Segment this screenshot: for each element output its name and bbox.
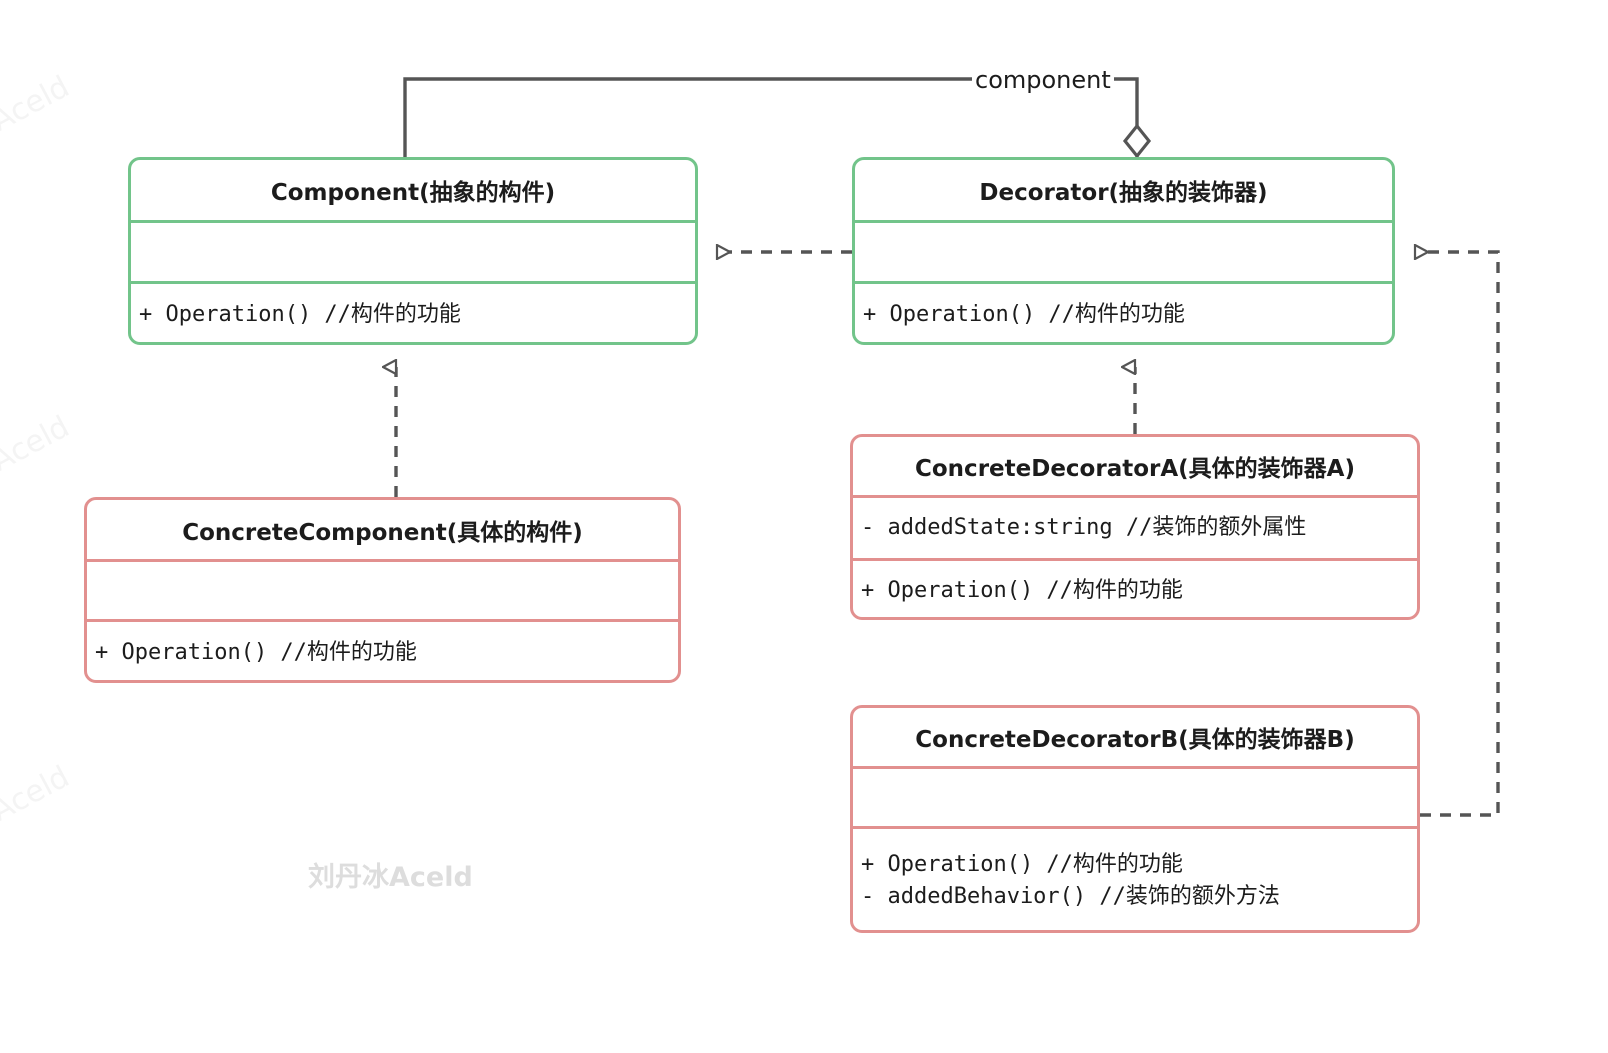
class-box-concrete-decorator-b[interactable]: ConcreteDecoratorB(具体的装饰器B) + Operation(… [850,705,1420,933]
class-separator [853,766,1417,769]
class-title-decorator: Decorator(抽象的装饰器) [979,180,1268,206]
class-separator [853,495,1417,498]
class-separator [853,558,1417,561]
watermark-edge-top: Aceld [0,69,76,139]
class-attributes-decorator [855,223,1392,281]
class-separator [855,281,1392,284]
watermark-center: 刘丹冰Aceld [308,862,473,893]
class-attributes-concrete-decorator-b [853,769,1417,826]
class-methods-concrete-decorator-a: + Operation() //构件的功能 [853,561,1417,617]
class-title-concrete-decorator-b: ConcreteDecoratorB(具体的装饰器B) [915,727,1355,753]
class-separator [87,559,678,562]
class-separator [131,281,695,284]
class-method-row: + Operation() //构件的功能 [139,301,461,327]
relation-realization-concrete-decorator-b [1415,252,1500,817]
class-methods-component: + Operation() //构件的功能 [131,284,695,342]
class-methods-decorator: + Operation() //构件的功能 [855,284,1392,342]
class-method-row: + Operation() //构件的功能 [861,577,1183,603]
class-attributes-concrete-component [87,562,678,619]
class-box-decorator[interactable]: Decorator(抽象的装饰器) + Operation() //构件的功能 [852,157,1395,345]
class-box-component[interactable]: Component(抽象的构件) + Operation() //构件的功能 [128,157,698,345]
class-separator [131,220,695,223]
class-title-concrete-decorator-a: ConcreteDecoratorA(具体的装饰器A) [915,456,1355,482]
class-box-concrete-decorator-a[interactable]: ConcreteDecoratorA(具体的装饰器A) - addedState… [850,434,1420,620]
class-attribute-row: - addedState:string //装饰的额外属性 [861,515,1307,541]
class-attributes-concrete-decorator-a: - addedState:string //装饰的额外属性 [853,498,1417,558]
class-method-row: - addedBehavior() //装饰的额外方法 [861,884,1280,909]
class-method-row: + Operation() //构件的功能 [863,301,1185,327]
class-separator [853,826,1417,829]
class-attributes-component [131,223,695,281]
class-methods-concrete-component: + Operation() //构件的功能 [87,622,678,680]
watermark-edge-bottom: Aceld [0,759,76,829]
class-separator [87,619,678,622]
class-method-row: + Operation() //构件的功能 [95,639,417,665]
class-title-component: Component(抽象的构件) [270,180,556,206]
edge-label-component: component [972,66,1114,94]
watermark-edge-middle: Aceld [0,409,76,479]
class-separator [855,220,1392,223]
class-method-row: + Operation() //构件的功能 [861,852,1183,878]
class-title-concrete-component: ConcreteComponent(具体的构件) [182,519,583,546]
class-methods-concrete-decorator-b: + Operation() //构件的功能 - addedBehavior() … [853,829,1417,930]
class-box-concrete-component[interactable]: ConcreteComponent(具体的构件) + Operation() /… [84,497,681,683]
